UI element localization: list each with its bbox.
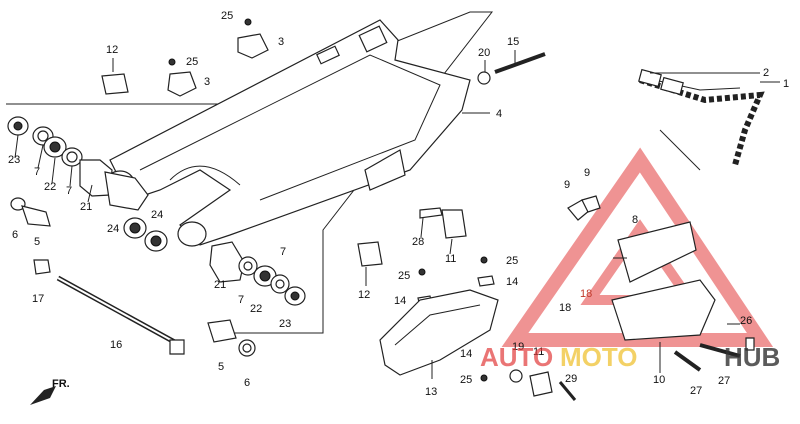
callout-7: 7	[238, 294, 244, 306]
callout-6: 6	[12, 229, 18, 241]
callout-24: 24	[107, 223, 119, 235]
callout-14: 14	[460, 348, 472, 360]
leader-lines	[14, 50, 780, 379]
callout-24: 24	[151, 209, 163, 221]
right-bearing-stack	[209, 241, 306, 306]
callout-27: 27	[718, 375, 730, 387]
chain-slider	[379, 289, 499, 376]
left-bearing-stack	[7, 116, 256, 357]
callout-1: 1	[783, 78, 789, 90]
callout-11: 11	[533, 346, 544, 358]
watermark-text: AUTO MOTO HUB	[480, 342, 780, 372]
callout-18: 18	[559, 302, 571, 314]
callout-25: 25	[398, 270, 410, 282]
front-direction-arrow: FR.	[30, 378, 70, 405]
callout-5: 5	[218, 361, 224, 373]
callout-4: 4	[496, 108, 502, 120]
watermark-triangle	[501, 147, 774, 347]
callout-13: 13	[425, 386, 437, 398]
callout-20: 20	[478, 47, 490, 59]
callout-7: 7	[66, 185, 72, 197]
callout-7: 7	[280, 246, 286, 258]
callout-22: 22	[250, 303, 262, 315]
callout-9: 9	[584, 167, 590, 179]
callout-25: 25	[460, 374, 472, 386]
top-brackets	[101, 18, 546, 97]
drive-chain	[638, 68, 765, 171]
callout-21: 21	[214, 279, 226, 291]
callout-8: 8	[632, 214, 638, 226]
watermark-hub: HUB	[724, 342, 780, 372]
callout-25: 25	[186, 56, 198, 68]
callout-10: 10	[653, 374, 665, 386]
callout-25: 25	[506, 255, 518, 267]
callout-17: 17	[32, 293, 44, 305]
callout-23: 23	[8, 154, 20, 166]
callout-14: 14	[394, 295, 406, 307]
callout-23: 23	[279, 318, 291, 330]
watermark-moto: MOTO	[560, 342, 638, 372]
callout-14: 14	[506, 276, 518, 288]
callout-25: 25	[221, 10, 233, 22]
callout-28: 28	[412, 236, 424, 248]
callout-3: 3	[278, 36, 284, 48]
callout-9: 9	[564, 179, 570, 191]
callout-12: 12	[358, 289, 370, 301]
callout-18: 18	[580, 288, 592, 300]
callout-3: 3	[204, 76, 210, 88]
callout-6: 6	[244, 377, 250, 389]
callout-5: 5	[34, 236, 40, 248]
callout-22: 22	[44, 181, 56, 193]
direction-label: FR.	[52, 378, 70, 390]
callout-19: 19	[512, 341, 524, 353]
callout-21: 21	[80, 201, 92, 213]
callout-12: 12	[106, 44, 118, 56]
bottom-parts	[480, 337, 755, 401]
watermark-auto: AUTO	[480, 342, 553, 372]
middle-parts	[357, 195, 716, 341]
callout-27: 27	[690, 385, 702, 397]
callout-7: 7	[34, 166, 40, 178]
callout-2: 2	[763, 67, 769, 79]
callout-16: 16	[110, 339, 122, 351]
callout-29: 29	[565, 373, 577, 385]
callout-26: 26	[740, 315, 752, 327]
callout-11: 11	[445, 253, 456, 265]
callout-labels: 25 3 12 25 3 20 15 2 1 4 23 7 22 7 21 6 …	[8, 10, 789, 398]
callout-15: 15	[507, 36, 519, 48]
